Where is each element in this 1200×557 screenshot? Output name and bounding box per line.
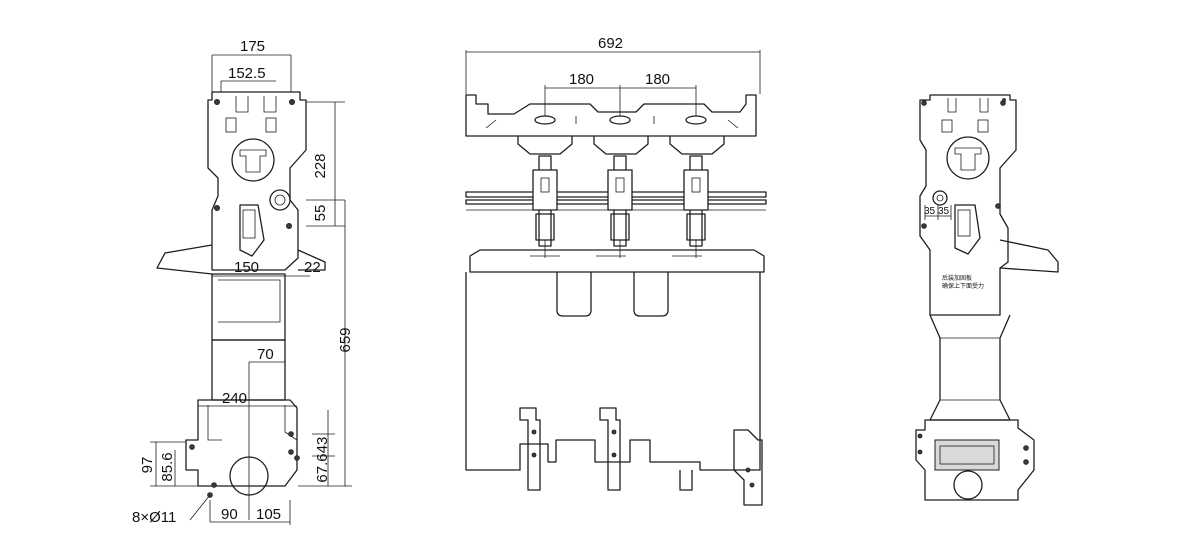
dim-35-b: 35: [938, 206, 950, 217]
dim-67-6: 67.6: [314, 453, 331, 482]
dim-105: 105: [256, 506, 281, 523]
dim-43: 43: [314, 437, 331, 454]
dim-659: 659: [337, 327, 354, 352]
dim-240: 240: [222, 390, 247, 407]
dim-85-6: 85.6: [159, 452, 176, 481]
dim-35-a: 35: [924, 206, 936, 217]
dim-holes: 8×Ø11: [132, 509, 176, 526]
dim-692: 692: [598, 35, 623, 52]
front-view: 692 180 180: [465, 35, 767, 506]
dim-228: 228: [312, 153, 329, 178]
dim-90: 90: [221, 506, 238, 523]
dim-pitch-2: 180: [645, 71, 670, 88]
right-side-view: 后装加固板 确保上下面受力 35 35: [915, 94, 1059, 501]
dim-pitch-1: 180: [569, 71, 594, 88]
dim-150: 150: [234, 259, 259, 276]
note-line-2: 确保上下面受力: [942, 282, 984, 290]
dim-55: 55: [312, 205, 329, 222]
left-side-view: 175 152.5 228 55 150 22 659 70 240 97 85…: [132, 38, 354, 526]
note-line-1: 后装加固板: [942, 274, 972, 282]
pole-a: [532, 155, 558, 258]
dim-70: 70: [257, 346, 274, 363]
dim-22: 22: [304, 259, 321, 276]
pole-c: [683, 155, 709, 258]
dim-97: 97: [139, 457, 156, 474]
dim-152-5: 152.5: [228, 65, 266, 82]
pole-b: [607, 155, 633, 258]
dim-175: 175: [240, 38, 265, 55]
